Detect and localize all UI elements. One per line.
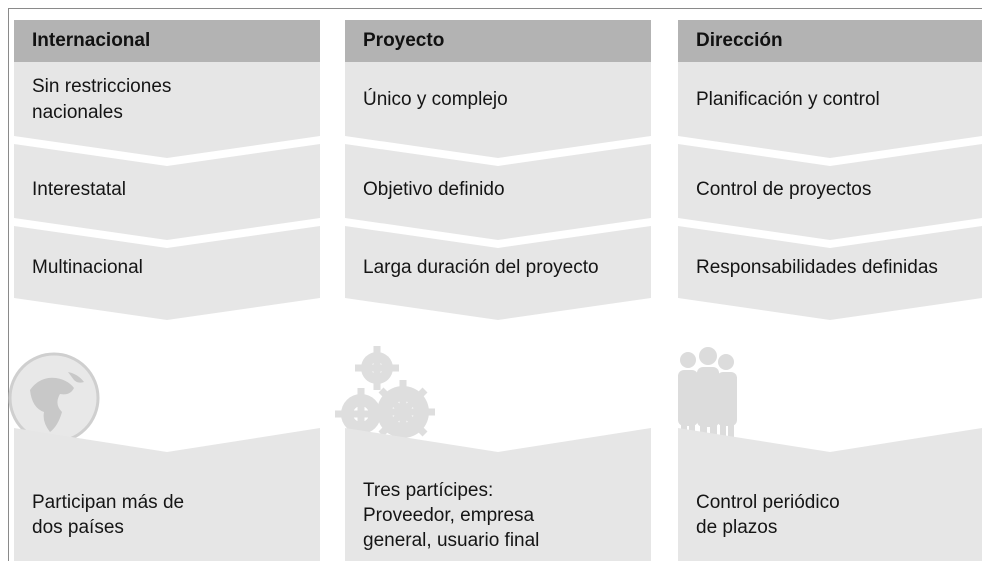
item-2: Interestatal [32,179,126,200]
item-1: Único y complejo [363,89,508,110]
item-2: Control de proyectos [696,179,872,200]
footer-text: Control periódico de plazos [696,492,840,538]
item-2: Objetivo definido [363,179,505,200]
footer-text: Tres partícipes: Proveedor, empresa gene… [363,479,540,551]
chevron-blocks [345,62,651,340]
gears-icon [331,336,451,453]
frame-top-line [8,8,982,9]
column-header: Internacional [14,20,320,62]
chevron-blocks [14,62,320,340]
chevron-block-1 [14,62,320,158]
column-header: Proyecto [345,20,651,62]
footer-block [678,400,982,561]
item-3: Responsabilidades definidas [696,257,938,278]
footer-block [14,400,320,561]
item-3: Multinacional [32,257,143,278]
footer-text: Participan más de dos países [32,492,185,538]
chevron-block-2 [14,144,320,240]
column-header: Dirección [678,20,982,62]
chevron-block-3 [14,226,320,320]
globe-icon [8,348,108,453]
item-1: Sin restricciones nacionales [32,76,172,123]
chevron-blocks [678,62,982,340]
item-1: Planificación y control [696,89,880,110]
frame-left-line [8,8,9,561]
item-3: Larga duración del proyecto [363,257,599,278]
footer-block [345,400,651,561]
